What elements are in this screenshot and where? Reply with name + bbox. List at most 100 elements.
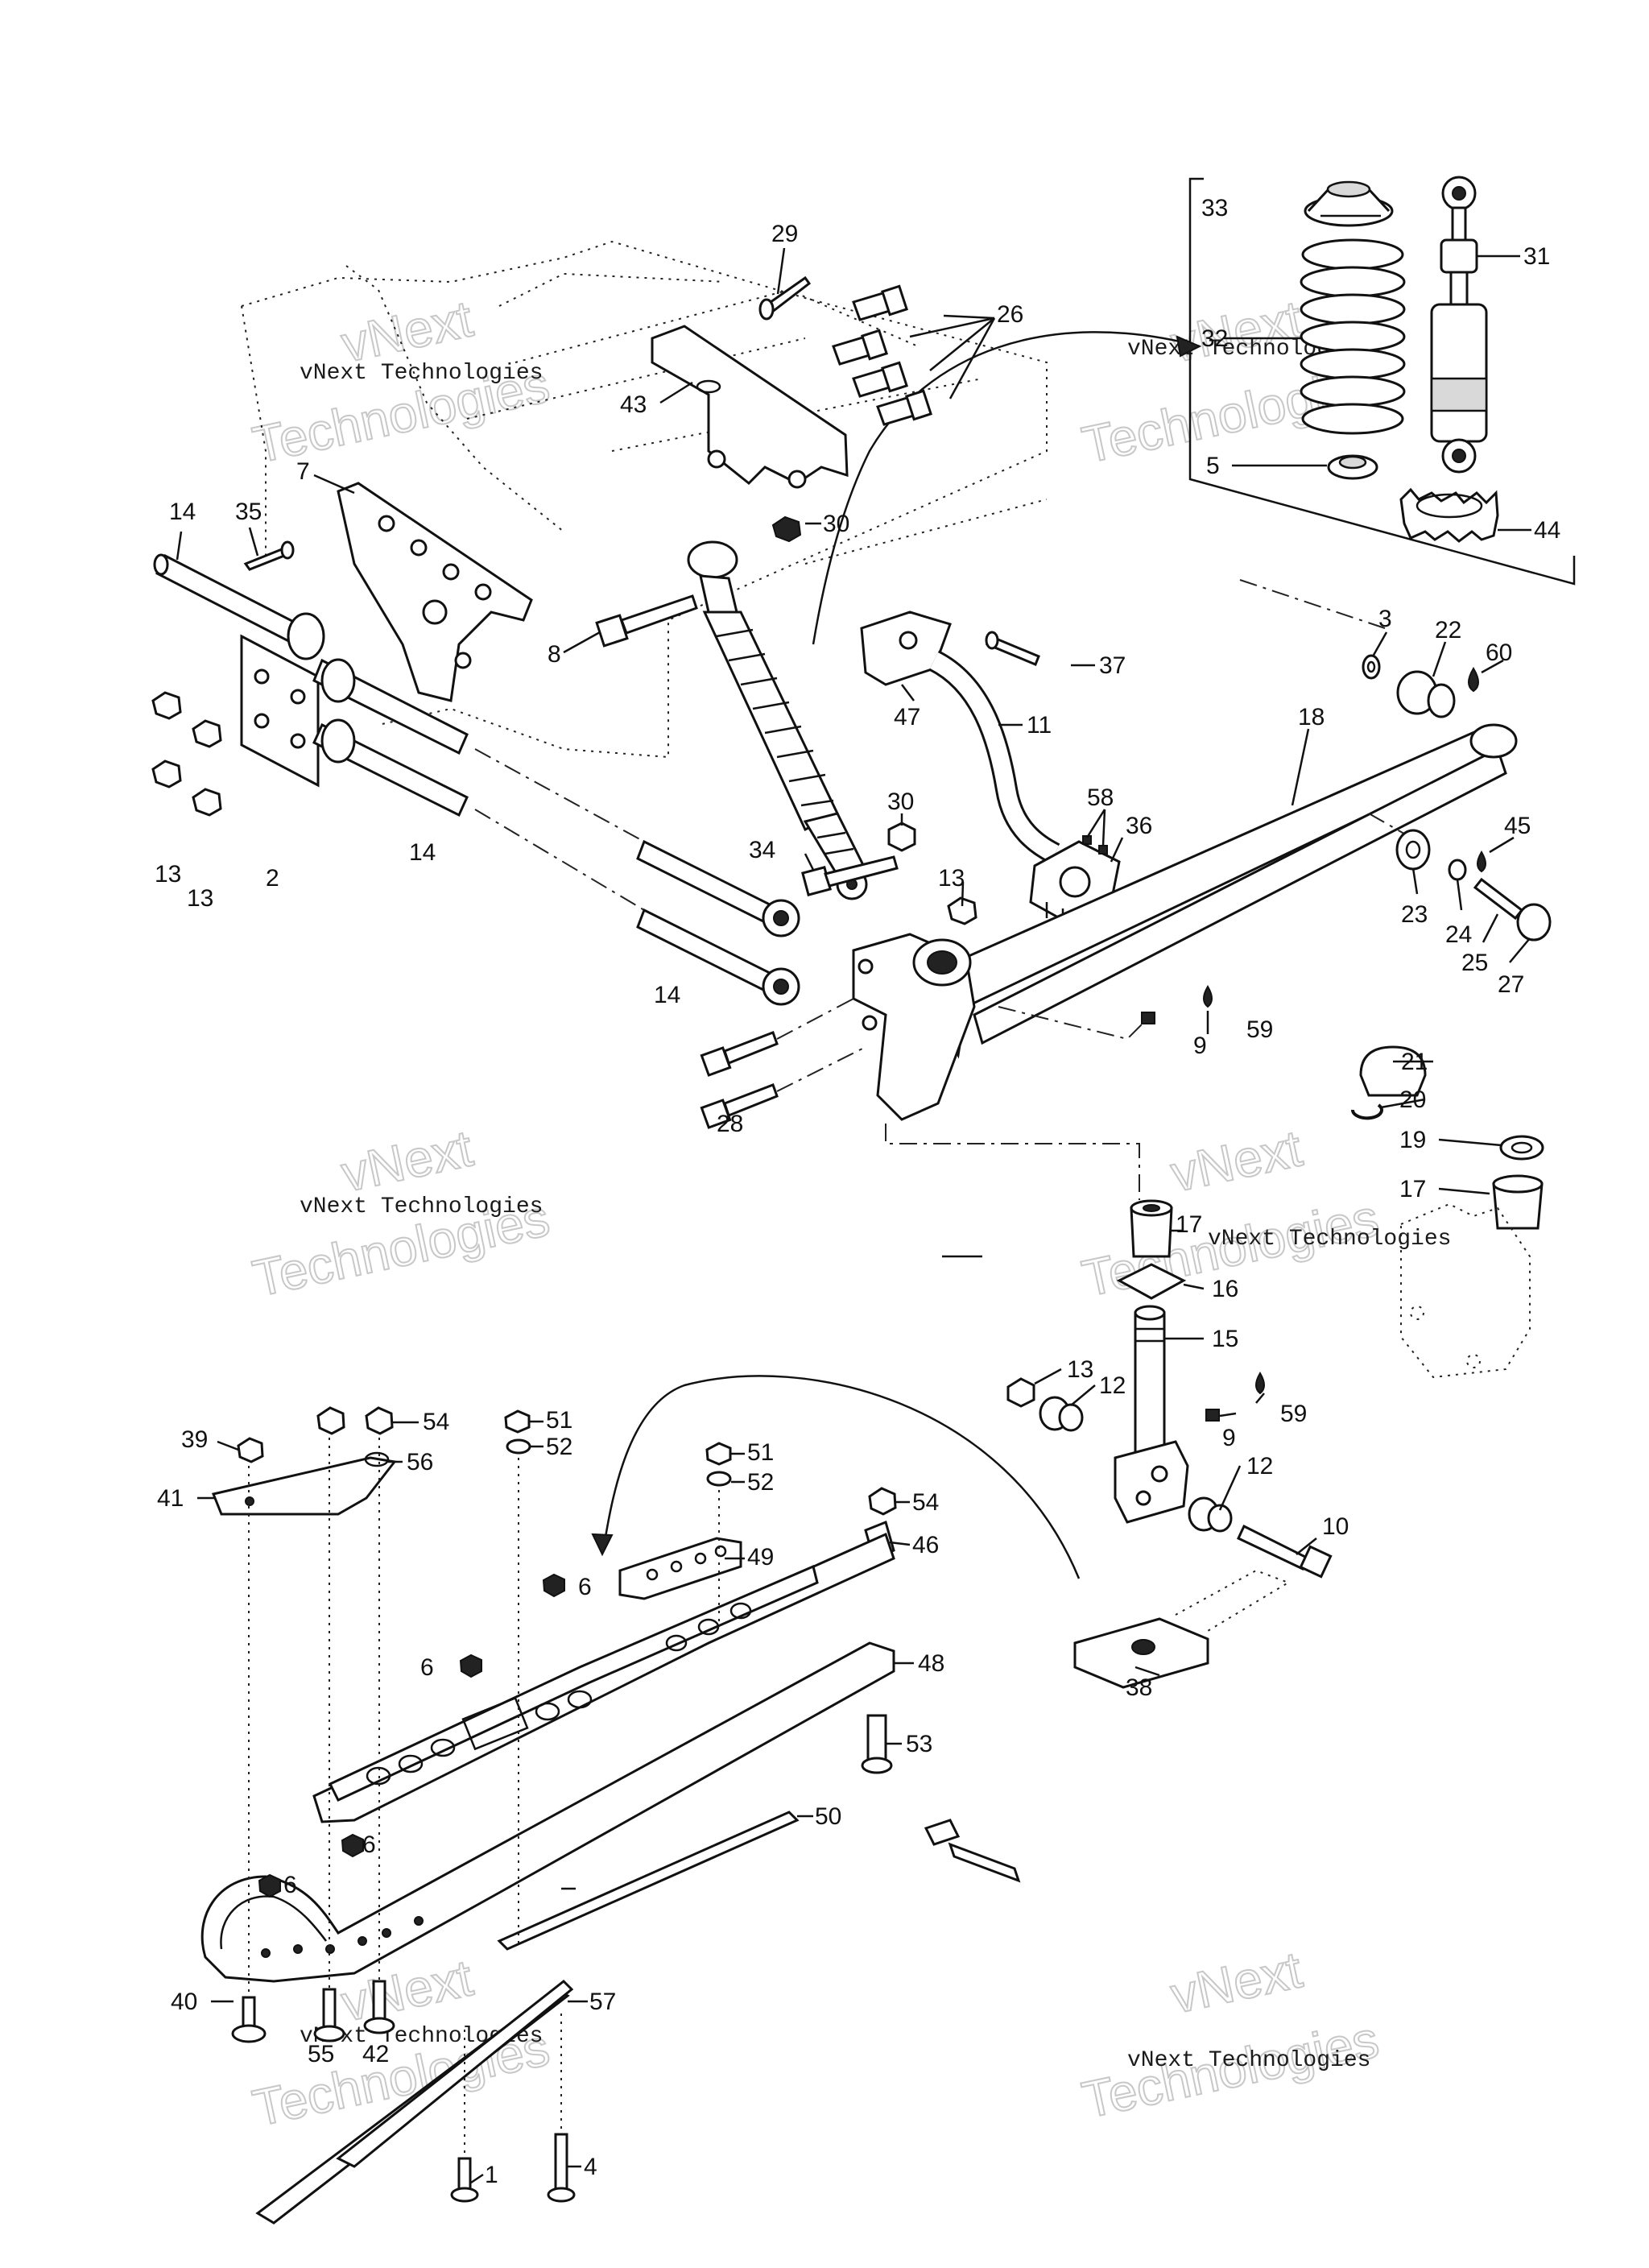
- washer-19: [1499, 1135, 1544, 1161]
- callout-52-a: 52: [546, 1434, 572, 1460]
- nut-30-top: [771, 515, 802, 543]
- ski-pad-38: [1073, 1569, 1291, 1689]
- callout-13-left-a: 13: [155, 861, 181, 888]
- callout-54-right: 54: [912, 1489, 939, 1516]
- watermark-text: vNext Technologies: [1208, 1227, 1451, 1252]
- callout-33: 33: [1201, 195, 1228, 221]
- callout-25: 25: [1461, 950, 1488, 976]
- circlip-20: [1351, 1103, 1383, 1120]
- bolt-10: [1237, 1524, 1333, 1579]
- callout-1: 1: [485, 2162, 498, 2188]
- callout-12-a: 12: [1099, 1372, 1126, 1399]
- rods-14-ends: [636, 839, 800, 1006]
- nut-6-a: [542, 1573, 565, 1598]
- spring-seat: [1327, 454, 1378, 480]
- callout-6-d: 6: [283, 1872, 297, 1898]
- bolt-50-end: [924, 1819, 1021, 1883]
- ski-leg-upper-outline: [1400, 1202, 1531, 1379]
- callout-21: 21: [1401, 1049, 1428, 1075]
- callout-59-lower: 59: [1280, 1401, 1307, 1427]
- callout-29: 29: [771, 221, 798, 247]
- spindle-housing: [852, 933, 976, 1121]
- callout-58: 58: [1087, 784, 1114, 811]
- grease-fitting-9-upper: [1141, 1012, 1155, 1024]
- bolt-34: [801, 855, 899, 896]
- rivet-29: [758, 275, 812, 321]
- nut-6-c: [341, 1833, 364, 1858]
- callout-48: 48: [918, 1650, 944, 1677]
- adjuster-cam: [1399, 487, 1499, 543]
- callout-31: 31: [1523, 243, 1550, 270]
- callout-44: 44: [1534, 517, 1560, 544]
- callout-8: 8: [548, 641, 561, 668]
- bolt-42: [363, 1980, 395, 2034]
- leader-lines: [176, 214, 1531, 2184]
- callout-45: 45: [1504, 813, 1531, 839]
- upper-shock-bracket: [651, 325, 849, 489]
- callout-40: 40: [171, 1989, 197, 2015]
- callout-22: 22: [1435, 617, 1461, 644]
- callout-34: 34: [749, 837, 775, 863]
- washer-24: [1448, 859, 1467, 881]
- callout-9-lower: 9: [1222, 1425, 1236, 1451]
- callout-51-a: 51: [546, 1407, 572, 1434]
- callout-28: 28: [717, 1111, 743, 1137]
- bushing-12-right: [1188, 1496, 1233, 1533]
- grease-fitting-9-lower: [1205, 1409, 1220, 1422]
- callout-54-left: 54: [423, 1409, 449, 1435]
- callout-52-b: 52: [747, 1469, 774, 1496]
- bolt-40: [231, 1996, 267, 2043]
- ski-runner-50: [497, 1811, 800, 1951]
- callout-43: 43: [620, 391, 647, 418]
- watermark-text: vNext Technologies: [300, 1194, 543, 1219]
- bushing-12-left: [1039, 1396, 1084, 1432]
- nut-30-bottom: [887, 822, 916, 852]
- callout-46: 46: [912, 1532, 939, 1558]
- cap-21: [1359, 1045, 1427, 1097]
- nut-6-d: [258, 1873, 281, 1898]
- ski-arrow-head: [591, 1533, 614, 1557]
- rod-14-lower: [312, 658, 469, 817]
- callout-37: 37: [1099, 652, 1126, 679]
- callout-42: 42: [362, 2041, 389, 2067]
- callout-6-c: 6: [362, 1831, 376, 1858]
- callout-9-upper: 9: [1193, 1033, 1207, 1059]
- watermark-outline: vNext: [1166, 1940, 1307, 2024]
- callout-3: 3: [1378, 606, 1392, 632]
- grease-drop-59-upper: [1203, 985, 1213, 1008]
- callout-36: 36: [1126, 813, 1152, 839]
- nut-54-right: [868, 1487, 897, 1516]
- shock-absorber-body: [1430, 176, 1488, 474]
- callout-11: 11: [1027, 712, 1052, 739]
- mounting-plate-2: [240, 634, 320, 788]
- callout-17-center: 17: [1176, 1211, 1202, 1238]
- bushing-17-lower: [1130, 1199, 1173, 1258]
- wear-plate-49: [618, 1537, 742, 1600]
- callout-14-top: 14: [169, 499, 196, 525]
- ski-leg-15: [1114, 1305, 1189, 1524]
- callout-53: 53: [906, 1731, 932, 1757]
- callout-38: 38: [1126, 1674, 1152, 1701]
- callout-35: 35: [235, 499, 262, 525]
- watermark-outline: vNext: [1166, 1119, 1307, 1202]
- callout-6-b: 6: [420, 1654, 434, 1681]
- ski-stiffener-upper: [312, 1532, 895, 1823]
- callout-14-mid: 14: [409, 839, 436, 866]
- callout-15: 15: [1212, 1326, 1238, 1352]
- callout-27: 27: [1498, 971, 1524, 998]
- bolt-25: [1473, 877, 1524, 921]
- nut-13-mid: [947, 896, 977, 925]
- callout-12-b: 12: [1246, 1453, 1273, 1480]
- callout-59-upper: 59: [1246, 1016, 1273, 1043]
- grease-fitting-45: [1477, 850, 1486, 873]
- bracket-screws: [832, 284, 932, 426]
- nut-39: [237, 1437, 264, 1463]
- suspension-bracket-7: [337, 482, 533, 702]
- callout-13-mid: 13: [938, 865, 965, 892]
- callout-19: 19: [1399, 1127, 1426, 1153]
- callout-41: 41: [157, 1485, 184, 1512]
- washer-56: [364, 1451, 390, 1467]
- bushing-22: [1396, 670, 1456, 718]
- bolt-53: [861, 1714, 893, 1774]
- nut-13-right: [1006, 1377, 1035, 1408]
